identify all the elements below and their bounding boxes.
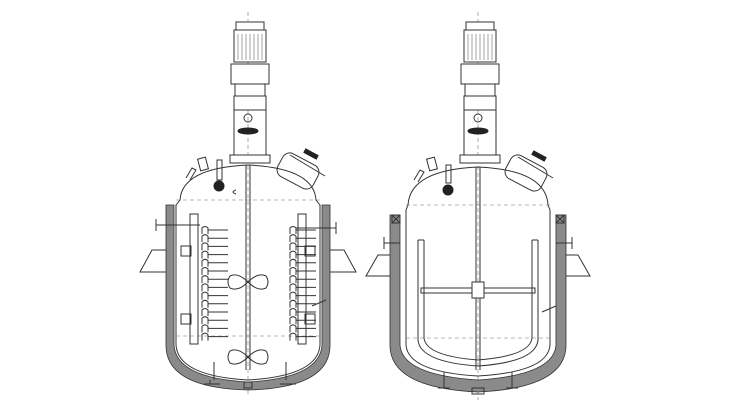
- coil-loop: [289, 291, 316, 300]
- gearbox: [230, 63, 270, 111]
- heating-coil-right: [289, 226, 316, 341]
- coil-loop: [289, 316, 316, 325]
- coil-loop: [201, 291, 228, 300]
- top-nozzles: [185, 156, 237, 195]
- left-reactor: [139, 12, 357, 395]
- mechanical-seal-frame: [229, 109, 271, 164]
- heating-coil-left: [201, 226, 228, 341]
- anchor-agitator: [417, 239, 539, 367]
- right-reactor: [365, 12, 591, 400]
- bottom-outlets: [438, 372, 518, 395]
- coil-loop: [289, 267, 316, 275]
- side-nozzles: [155, 219, 337, 307]
- coil-loop: [289, 308, 316, 316]
- coil-loop: [289, 234, 316, 243]
- coil-loop: [201, 242, 228, 251]
- mechanical-seal-frame: [459, 109, 501, 164]
- bottom-outlets: [204, 362, 296, 389]
- vessel-shell: [389, 166, 567, 393]
- manhole: [504, 150, 554, 192]
- motor: [463, 21, 497, 63]
- coil-loop: [289, 299, 316, 308]
- coil-loop: [201, 324, 228, 333]
- jacket-flange-marks: [391, 214, 565, 224]
- top-nozzles: [413, 156, 454, 196]
- coil-loop: [289, 324, 316, 333]
- coil-loop: [201, 258, 228, 267]
- coil-loop: [201, 234, 228, 243]
- baffle: [189, 213, 199, 345]
- motor: [233, 21, 267, 63]
- coil-loop: [289, 283, 316, 292]
- coil-loop: [201, 275, 228, 284]
- side-nozzles: [383, 237, 573, 313]
- coil-loop: [289, 226, 316, 234]
- coil-loop: [201, 316, 228, 325]
- coil-loop: [201, 299, 228, 308]
- coil-loop: [201, 308, 228, 316]
- heating-jacket: [165, 204, 331, 391]
- coil-loop: [201, 267, 228, 275]
- coil-loop: [289, 332, 316, 341]
- clamp: [180, 245, 192, 257]
- clamp: [180, 313, 192, 325]
- manhole: [276, 148, 326, 190]
- coil-loop: [289, 275, 316, 284]
- support-lug-right: [566, 254, 591, 277]
- support-lug-left: [139, 249, 166, 273]
- support-lug-right: [330, 249, 357, 273]
- clamp: [304, 313, 316, 325]
- coil-loop: [201, 250, 228, 259]
- gearbox: [460, 63, 500, 111]
- coil-loop: [289, 258, 316, 267]
- coil-loop: [289, 242, 316, 251]
- heating-jacket: [389, 214, 567, 393]
- coil-loop: [201, 283, 228, 292]
- coil-loop: [289, 250, 316, 259]
- propeller-impeller: [227, 349, 269, 365]
- coil-loop: [201, 226, 228, 234]
- propeller-impeller: [227, 274, 269, 290]
- support-lug-left: [365, 254, 390, 277]
- coil-loop: [201, 332, 228, 341]
